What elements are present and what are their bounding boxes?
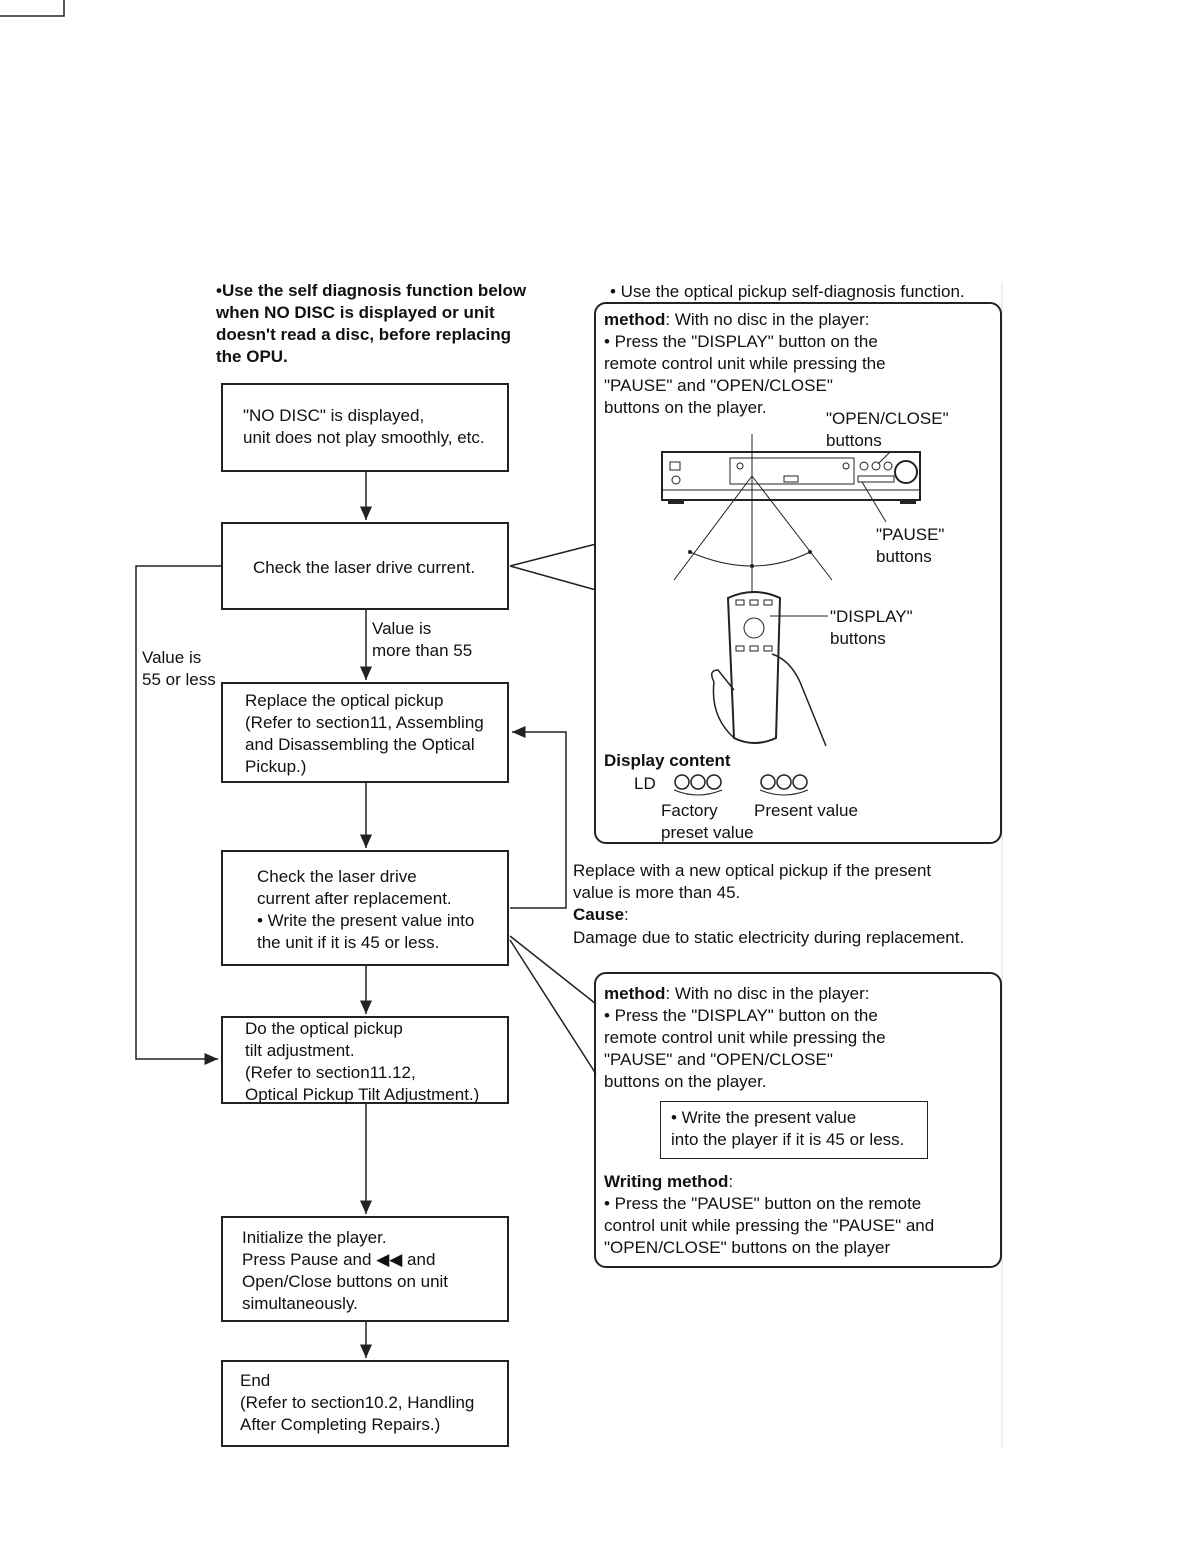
step-check-current-text: Check the laser drive current. — [253, 558, 476, 577]
callout-open-close: "OPEN/CLOSE" buttons — [826, 409, 949, 450]
callout-pause: "PAUSE" buttons — [876, 525, 945, 566]
step-check-current: Check the laser drive current. — [221, 522, 509, 610]
display-content-label: Display content — [604, 751, 731, 770]
present-value-label: Present value — [754, 801, 858, 820]
write-value-box: • Write the present value into the playe… — [660, 1101, 928, 1159]
player-remote-illustration — [661, 434, 921, 747]
step-initialize: Initialize the player. Press Pause and ◀… — [221, 1216, 509, 1322]
writing-colon: : — [728, 1172, 734, 1191]
remote-control-icon — [726, 591, 828, 744]
step-end-text: End (Refer to section10.2, Handling Afte… — [240, 1371, 475, 1434]
label-55-or-less: Value is 55 or less — [142, 648, 216, 689]
step-replace-opu: Replace the optical pickup (Refer to sec… — [221, 682, 509, 783]
panel-check-method — [594, 302, 1002, 844]
writing-method-line: Writing method: — [604, 1171, 733, 1193]
corner-mark — [0, 0, 65, 17]
step-no-disc-text: "NO DISC" is displayed, unit does not pl… — [243, 406, 485, 447]
cause-colon: : — [624, 905, 629, 924]
cause-text: Damage due to static electricity during … — [573, 928, 965, 947]
callout-wedge-bottom — [509, 565, 597, 591]
label-more-than-55: Value is more than 55 — [372, 619, 473, 660]
right-header: • Use the optical pickup self-diagnosis … — [610, 282, 965, 301]
step-replace-opu-text: Replace the optical pickup (Refer to sec… — [245, 691, 484, 776]
step-check-after-text: Check the laser drive current after repl… — [257, 867, 475, 952]
step-check-after: Check the laser drive current after repl… — [221, 850, 509, 966]
dvd-player-icon — [661, 451, 921, 504]
replace-note: Replace with a new optical pickup if the… — [573, 861, 932, 902]
step-tilt-adjust: Do the optical pickup tilt adjustment. (… — [221, 1016, 509, 1104]
arrow-s2-s5 — [135, 565, 221, 1065]
panel1-method-label: method — [604, 310, 666, 329]
write-value-text: • Write the present value into the playe… — [671, 1108, 905, 1149]
writing-method-text: • Press the "PAUSE" button on the remote… — [604, 1194, 935, 1257]
callout2-bottom — [509, 939, 597, 1075]
step-no-disc: "NO DISC" is displayed, unit does not pl… — [221, 383, 509, 472]
panel1-method: method: With no disc in the player: • Pr… — [604, 309, 994, 419]
writing-method-label: Writing method — [604, 1172, 729, 1191]
panel-write-method — [594, 972, 1002, 1268]
panel2-method-label: method — [604, 984, 666, 1003]
panel2-method-text: : With no disc in the player: • Press th… — [604, 984, 886, 1091]
step-initialize-text: Initialize the player. Press Pause and ◀… — [242, 1228, 449, 1313]
cause-label: Cause — [573, 905, 625, 924]
panel2-method: method: With no disc in the player: • Pr… — [604, 983, 994, 1093]
callout2-top — [509, 935, 597, 1005]
cause-line: Cause: — [573, 904, 629, 926]
arrow-s4-s3 — [510, 726, 567, 909]
intro-note: •Use the self diagnosis function below w… — [216, 281, 527, 366]
callout-wedge-top — [509, 543, 597, 567]
panel1-method-text: : With no disc in the player: • Press th… — [604, 310, 886, 417]
callout-display: "DISPLAY" buttons — [830, 607, 913, 648]
hand-icon — [711, 653, 827, 747]
display-digits-icon — [673, 774, 809, 796]
step-tilt-adjust-text: Do the optical pickup tilt adjustment. (… — [245, 1019, 480, 1104]
factory-preset-label: Factory preset value — [661, 801, 754, 842]
step-end: End (Refer to section10.2, Handling Afte… — [221, 1360, 509, 1447]
ld-label: LD — [634, 774, 656, 793]
